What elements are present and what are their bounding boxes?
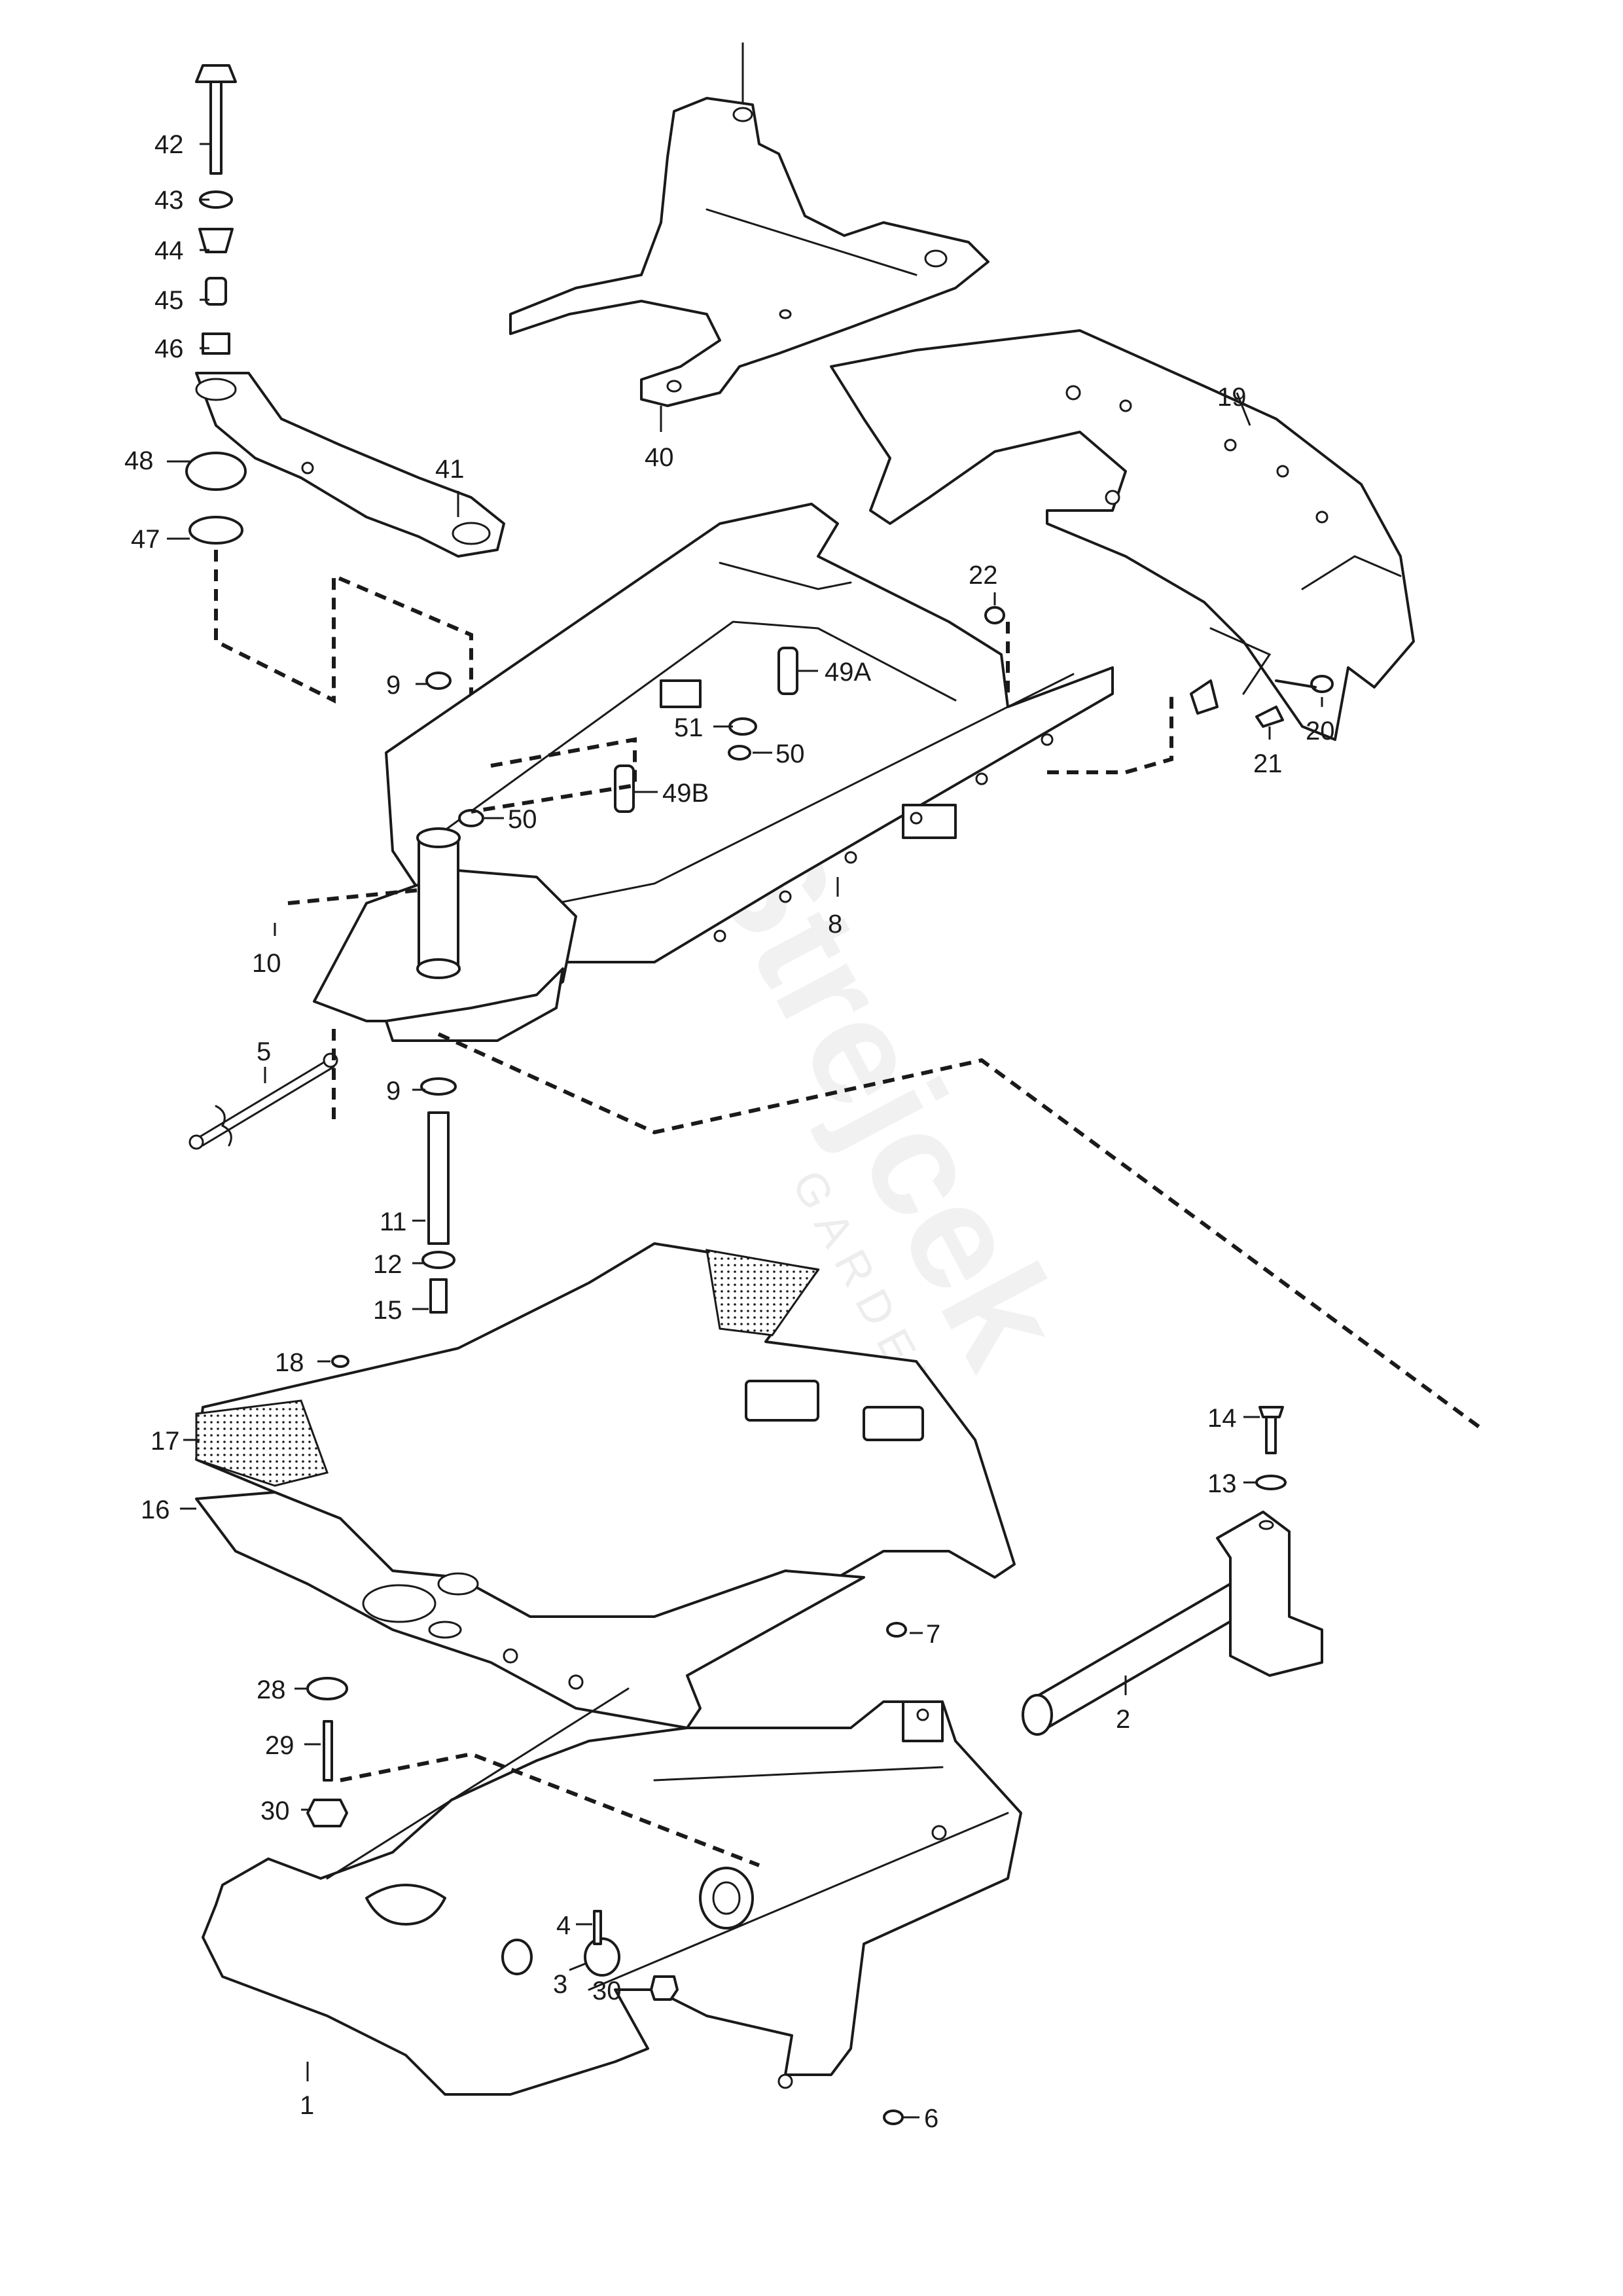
callout-4: 4 bbox=[556, 1911, 571, 1940]
callout-28: 28 bbox=[257, 1676, 286, 1704]
callout-12: 12 bbox=[373, 1250, 402, 1279]
parts-13-14-bolt bbox=[1255, 1406, 1287, 1490]
callout-16: 16 bbox=[141, 1496, 170, 1524]
callout-51: 51 bbox=[674, 713, 704, 742]
part-19-rear-cover bbox=[830, 329, 1415, 741]
part-17-floor-mat bbox=[195, 1242, 1016, 1618]
callout-6: 6 bbox=[924, 2104, 938, 2133]
callout-40: 40 bbox=[645, 443, 674, 472]
callout-9-top: 9 bbox=[386, 671, 401, 700]
callout-21: 21 bbox=[1253, 749, 1283, 778]
callout-14: 14 bbox=[1207, 1404, 1237, 1433]
callout-13: 13 bbox=[1207, 1469, 1237, 1498]
part-41-link-bar bbox=[195, 372, 505, 558]
dashed-connections bbox=[287, 622, 1480, 1867]
part-16-base-plate bbox=[195, 1491, 865, 1729]
part-40-upper-plate bbox=[509, 43, 990, 407]
callout-15: 15 bbox=[373, 1296, 402, 1325]
pivot-turntable bbox=[313, 827, 577, 1042]
part-1-lower-chassis bbox=[202, 1687, 1022, 2096]
callout-29: 29 bbox=[265, 1731, 294, 1760]
callout-18: 18 bbox=[275, 1348, 304, 1377]
callout-30-left: 30 bbox=[260, 1797, 290, 1825]
callout-46: 46 bbox=[154, 334, 184, 363]
callout-45: 45 bbox=[154, 286, 184, 315]
callout-11: 11 bbox=[380, 1208, 407, 1236]
callout-3: 3 bbox=[553, 1970, 567, 1999]
callout-30-bottom: 30 bbox=[592, 1977, 622, 2005]
callout-20: 20 bbox=[1306, 717, 1335, 745]
callout-8: 8 bbox=[828, 910, 842, 939]
callouts: 42 43 44 45 46 48 47 41 40 19 22 9 49A 5… bbox=[124, 130, 1335, 2133]
callout-10: 10 bbox=[252, 949, 281, 978]
callout-50-left: 50 bbox=[508, 805, 537, 834]
part-5-spring bbox=[188, 1052, 338, 1150]
callout-43: 43 bbox=[154, 186, 184, 215]
callout-41: 41 bbox=[435, 455, 465, 484]
callout-49B: 49B bbox=[662, 779, 709, 808]
callout-9-bottom: 9 bbox=[386, 1077, 401, 1105]
part-2-axle bbox=[1022, 1511, 1323, 1736]
callout-2: 2 bbox=[1116, 1705, 1130, 1734]
callout-1: 1 bbox=[300, 2091, 314, 2120]
callout-19: 19 bbox=[1217, 383, 1247, 412]
pin-stack-9-11-12-15 bbox=[420, 1077, 457, 1314]
callout-17: 17 bbox=[151, 1427, 180, 1456]
callout-44: 44 bbox=[154, 236, 184, 265]
callout-42: 42 bbox=[154, 130, 184, 159]
callout-48: 48 bbox=[124, 446, 154, 475]
callout-22: 22 bbox=[969, 561, 998, 590]
callout-47: 47 bbox=[131, 525, 160, 554]
callout-5: 5 bbox=[257, 1037, 271, 1066]
callout-7: 7 bbox=[926, 1620, 940, 1649]
callout-50-right: 50 bbox=[776, 740, 805, 768]
callout-49A: 49A bbox=[825, 658, 871, 687]
